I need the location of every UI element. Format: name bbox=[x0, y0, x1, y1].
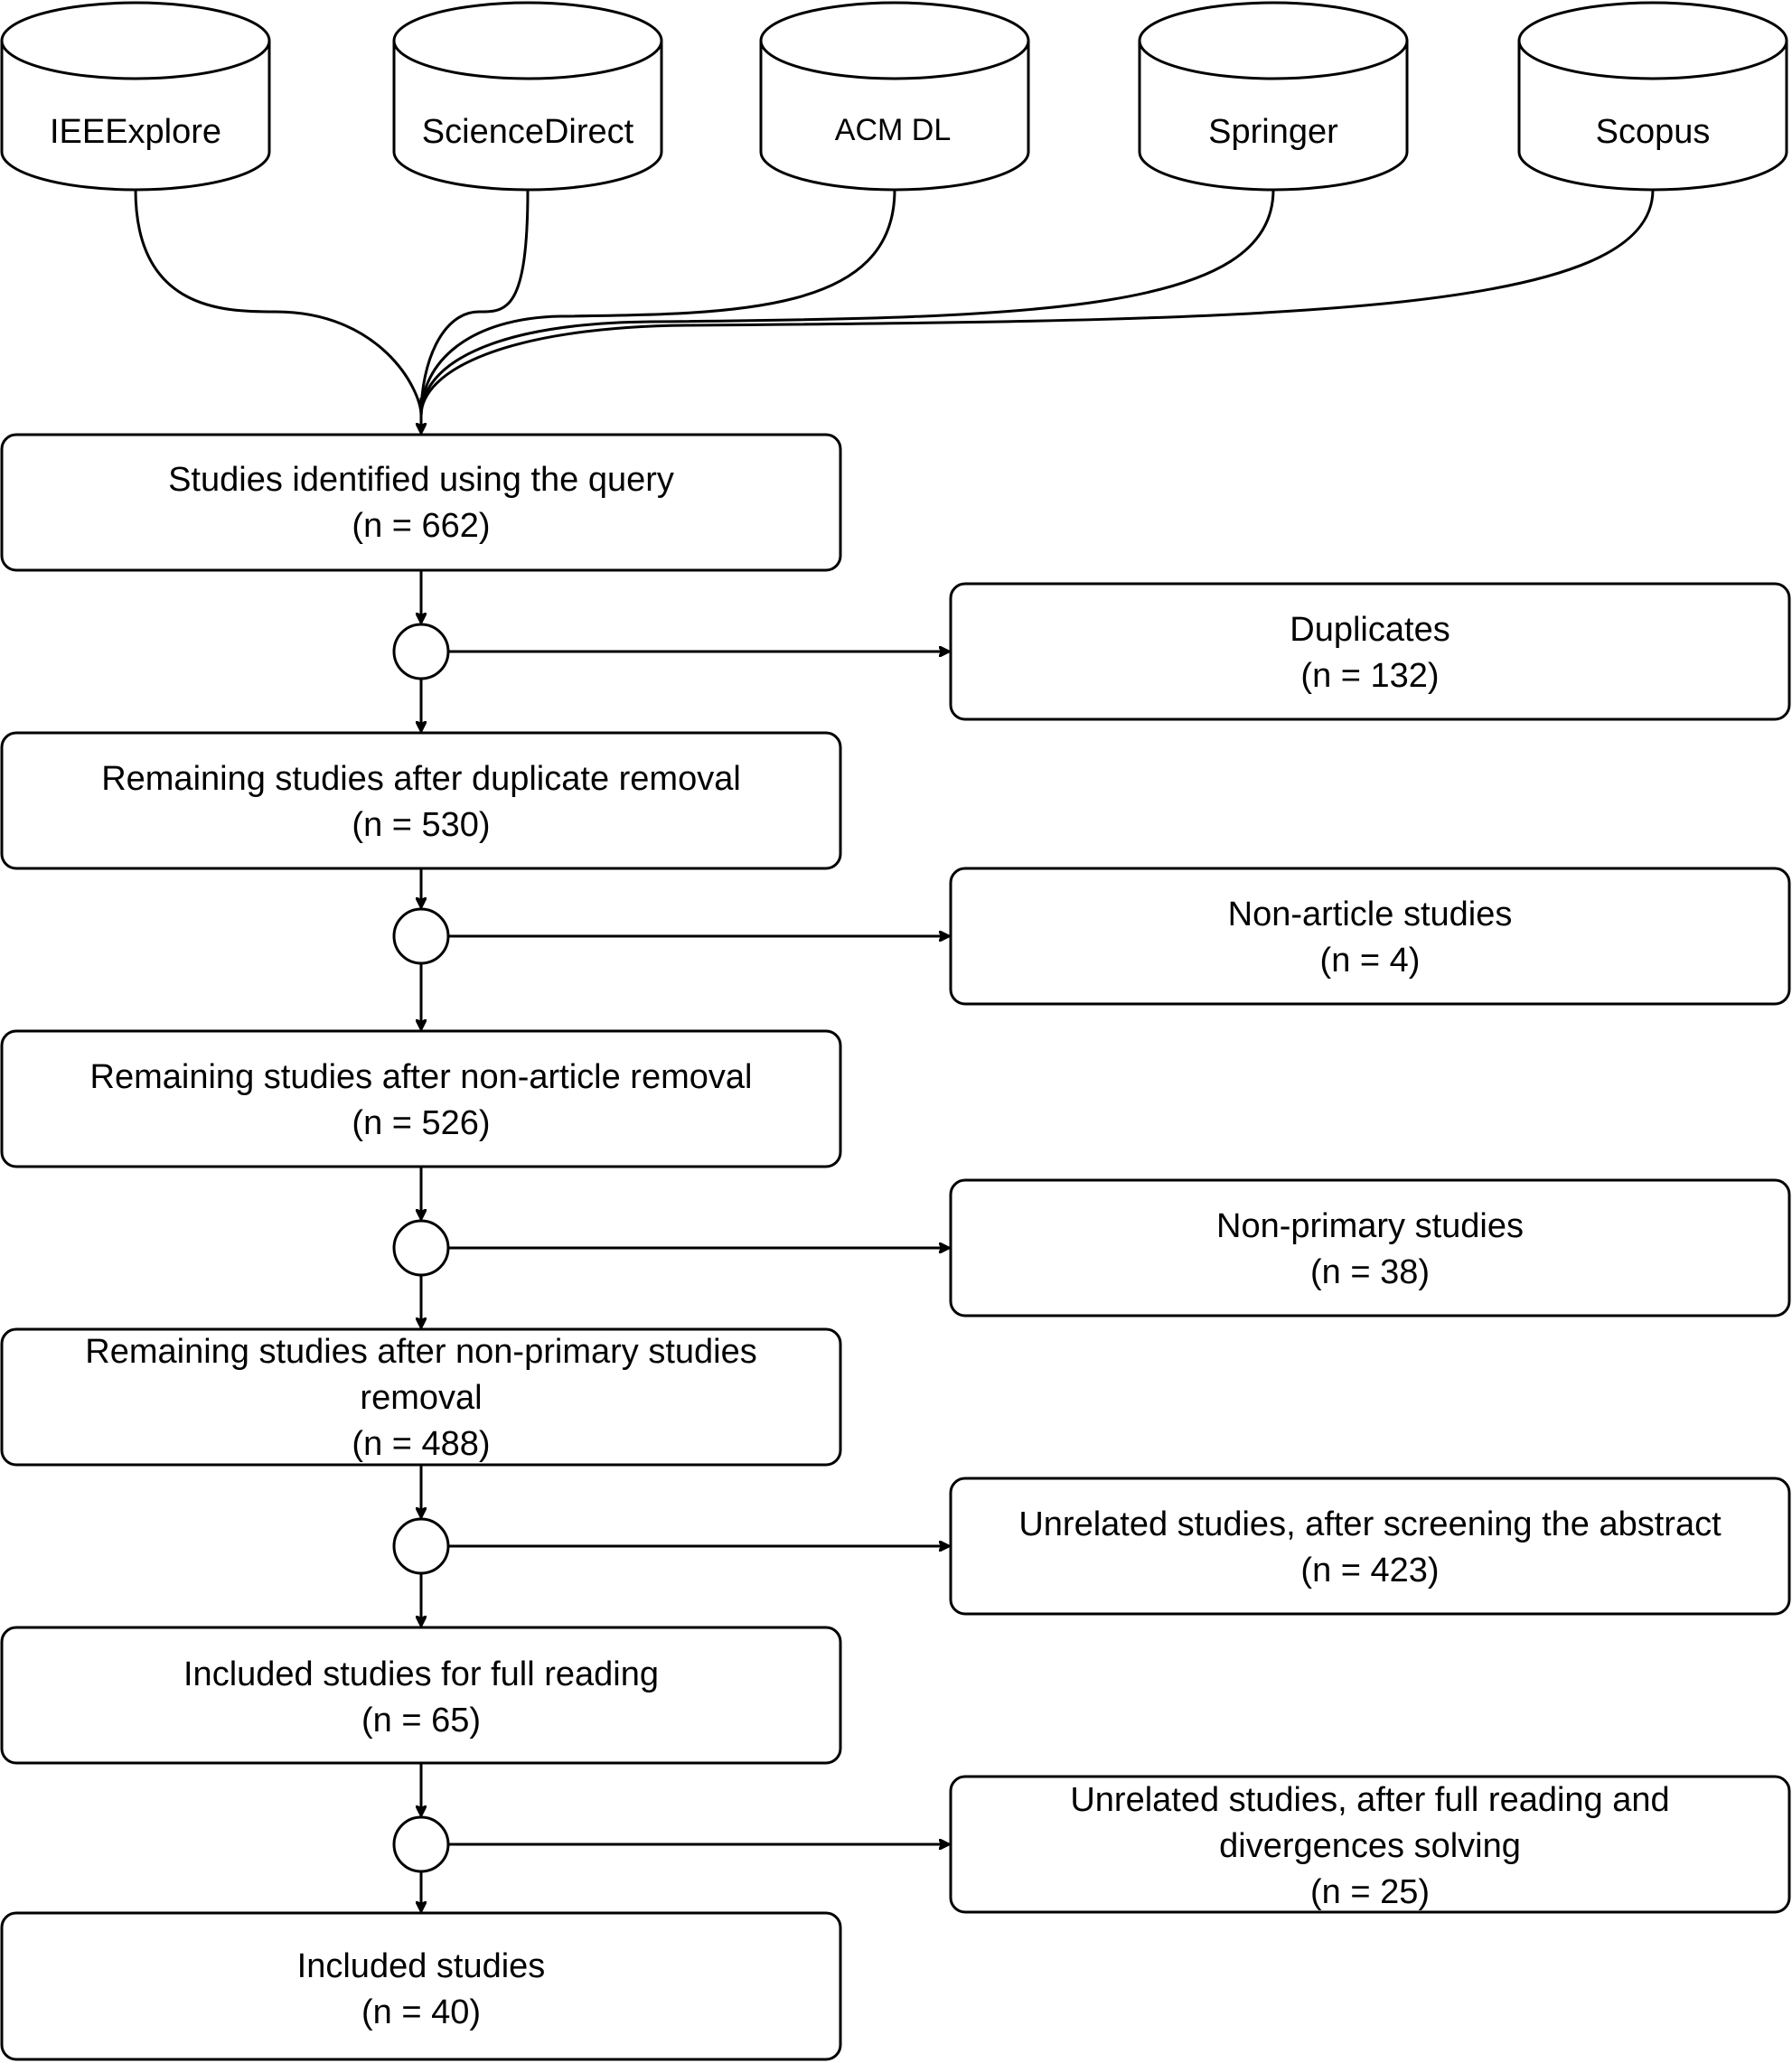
step-count: (n = 488) bbox=[352, 1425, 490, 1463]
step-label: Remaining studies after non-article remo… bbox=[90, 1058, 753, 1096]
step-label-line-2: removal bbox=[360, 1379, 482, 1417]
database-sciencedirect: ScienceDirect bbox=[392, 1, 663, 192]
step-count: (n = 40) bbox=[361, 1993, 481, 2031]
step-after-non-primary: Remaining studies after non-primary stud… bbox=[0, 1327, 842, 1467]
database-label: Springer bbox=[1208, 113, 1338, 151]
exclusion-non-primary: Non-primary studies (n = 38) bbox=[949, 1178, 1791, 1318]
exclusion-label: Non-primary studies bbox=[1216, 1207, 1524, 1245]
step-full-reading: Included studies for full reading (n = 6… bbox=[0, 1626, 842, 1765]
database-springer: Springer bbox=[1138, 1, 1409, 192]
exclusion-count: (n = 423) bbox=[1300, 1552, 1439, 1589]
connector-acm-dl bbox=[419, 189, 896, 417]
connector-springer bbox=[419, 189, 1275, 417]
exclusion-non-article: Non-article studies (n = 4) bbox=[949, 867, 1791, 1006]
exclusion-duplicates: Duplicates (n = 132) bbox=[949, 582, 1791, 721]
database-ieeexplore: IEEExplore bbox=[0, 1, 271, 192]
connector-ieeexplore bbox=[134, 189, 423, 417]
step-identified: Studies identified using the query (n = … bbox=[0, 433, 842, 572]
decision-node bbox=[392, 907, 450, 965]
step-label: Remaining studies after duplicate remova… bbox=[101, 760, 741, 798]
step-count: (n = 530) bbox=[352, 806, 490, 844]
step-label: Studies identified using the query bbox=[168, 461, 674, 499]
database-label: IEEExplore bbox=[50, 113, 221, 151]
flow-connectors bbox=[392, 570, 948, 1910]
exclusion-count: (n = 4) bbox=[1320, 942, 1421, 980]
exclusion-label: Unrelated studies, after screening the a… bbox=[1018, 1505, 1722, 1543]
database-connectors bbox=[134, 189, 1655, 432]
exclusion-label: Duplicates bbox=[1290, 611, 1450, 649]
database-scopus: Scopus bbox=[1517, 1, 1788, 192]
exclusion-label-line-2: divergences solving bbox=[1219, 1827, 1521, 1865]
step-label-line-1: Remaining studies after non-primary stud… bbox=[85, 1333, 756, 1371]
step-count: (n = 526) bbox=[352, 1104, 490, 1142]
step-count: (n = 65) bbox=[361, 1702, 481, 1739]
step-label: Included studies for full reading bbox=[183, 1655, 659, 1693]
database-label: ACM DL bbox=[835, 113, 951, 147]
exclusion-count: (n = 25) bbox=[1310, 1873, 1430, 1911]
exclusion-count: (n = 38) bbox=[1310, 1253, 1430, 1291]
exclusion-label-line-1: Unrelated studies, after full reading an… bbox=[1070, 1781, 1669, 1819]
database-acm-dl: ACM DL bbox=[759, 1, 1030, 192]
exclusion-abstract-screening: Unrelated studies, after screening the a… bbox=[949, 1477, 1791, 1616]
decision-node bbox=[392, 1815, 450, 1873]
step-included: Included studies (n = 40) bbox=[0, 1911, 842, 2061]
connector-sciencedirect bbox=[419, 189, 530, 417]
decision-node bbox=[392, 1219, 450, 1277]
exclusion-full-reading: Unrelated studies, after full reading an… bbox=[949, 1775, 1791, 1914]
step-after-duplicates: Remaining studies after duplicate remova… bbox=[0, 731, 842, 870]
database-label: ScienceDirect bbox=[422, 113, 634, 151]
connector-scopus bbox=[419, 189, 1655, 417]
database-label: Scopus bbox=[1596, 113, 1711, 151]
decision-node bbox=[392, 1517, 450, 1575]
decision-node bbox=[392, 623, 450, 680]
step-after-non-article: Remaining studies after non-article remo… bbox=[0, 1029, 842, 1168]
step-count: (n = 662) bbox=[352, 507, 490, 545]
step-label: Included studies bbox=[297, 1947, 546, 1985]
exclusion-count: (n = 132) bbox=[1300, 657, 1439, 695]
exclusion-label: Non-article studies bbox=[1228, 896, 1513, 933]
